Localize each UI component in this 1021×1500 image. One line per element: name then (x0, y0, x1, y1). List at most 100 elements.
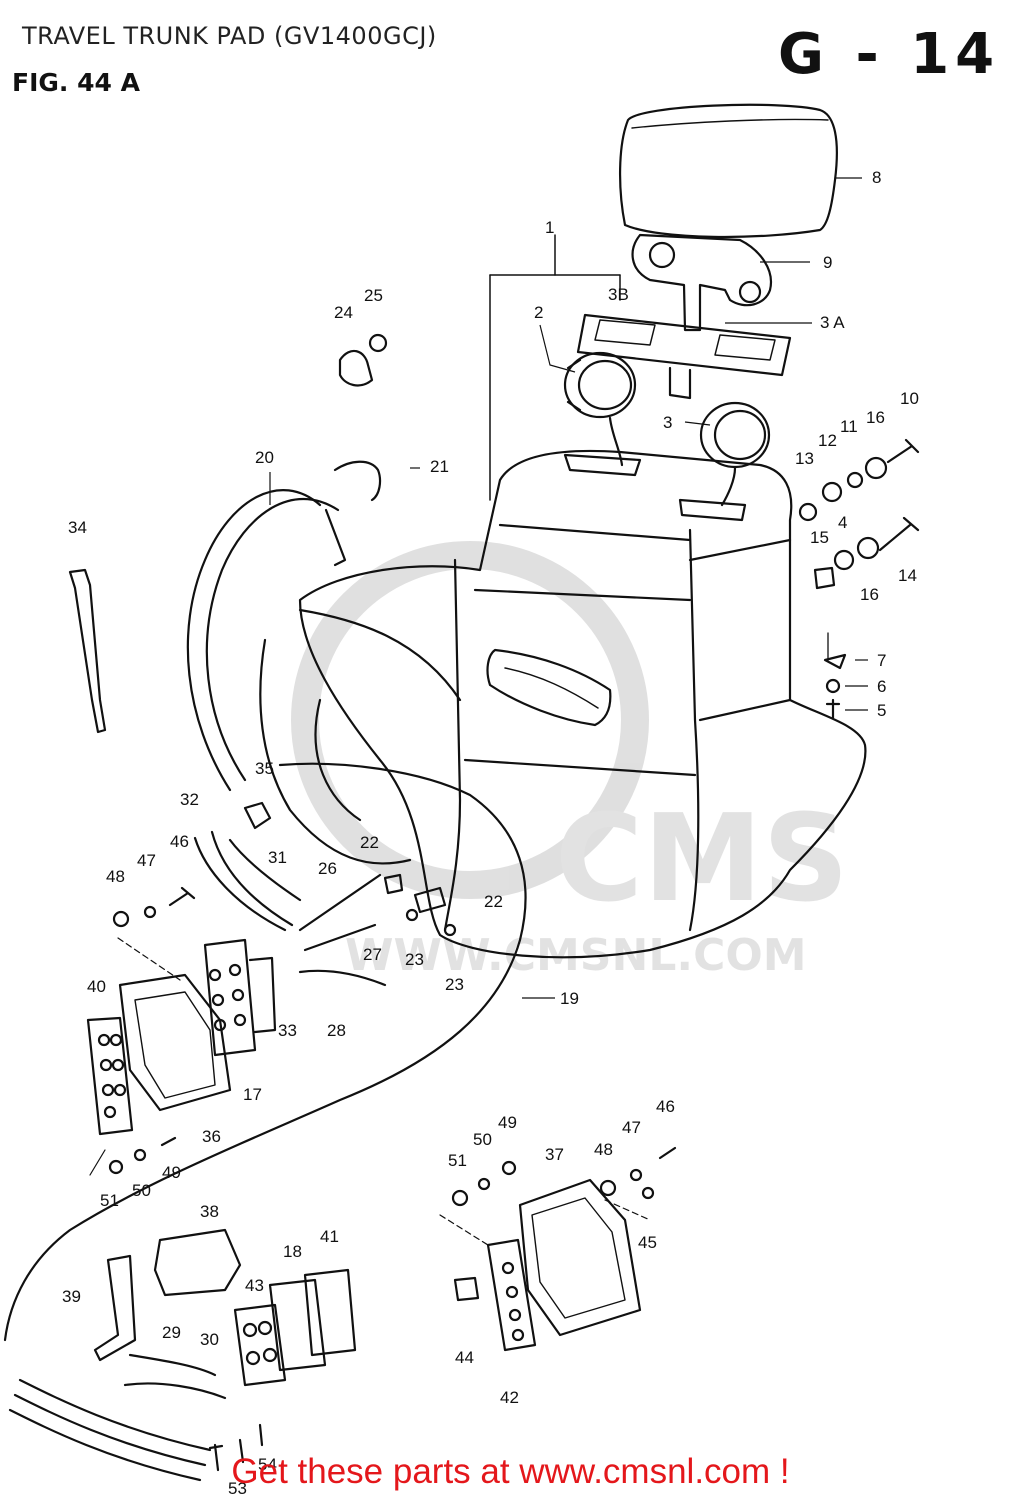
bracket-39 (93, 1254, 137, 1362)
callout-54: 54 (258, 1455, 277, 1474)
trunk-pad-seat (298, 449, 867, 959)
grommet-hose-21 (333, 460, 382, 502)
callout-18: 18 (283, 1242, 302, 1261)
callout-33: 33 (278, 1021, 297, 1040)
get-parts-link[interactable]: Get these parts at www.cmsnl.com ! (231, 1452, 790, 1491)
unit-38 (153, 1228, 242, 1297)
callout-24: 24 (334, 303, 353, 322)
callout-3: 3 (663, 413, 672, 432)
plate-43 (233, 1303, 287, 1387)
callout-19: 19 (560, 989, 579, 1008)
callout-38: 38 (200, 1202, 219, 1221)
callout-13: 13 (795, 449, 814, 468)
callout-10: 10 (900, 389, 919, 408)
washer-16-top (864, 456, 888, 480)
callout-50-right: 50 (473, 1130, 492, 1149)
callout-25: 25 (364, 286, 383, 305)
callout-34: 34 (68, 518, 87, 537)
callout-39: 39 (62, 1287, 81, 1306)
callout-48-left: 48 (106, 867, 125, 886)
callout-28: 28 (327, 1021, 346, 1040)
callout-27: 27 (363, 945, 382, 964)
callout-48-right: 48 (594, 1140, 613, 1159)
callout-29: 29 (162, 1323, 181, 1342)
switch-cover-37 (518, 1178, 642, 1337)
callout-51-right: 51 (448, 1151, 467, 1170)
callout-45: 45 (638, 1233, 657, 1252)
callout-22-right: 22 (484, 892, 503, 911)
callout-41: 41 (320, 1227, 339, 1246)
tube-28 (298, 969, 387, 987)
callout-36: 36 (202, 1127, 221, 1146)
goldwing-emblem (486, 648, 612, 727)
watermark-url: WWW.CMSNL.COM (345, 930, 807, 981)
speaker-right (699, 401, 771, 507)
connector-22-left (383, 873, 404, 895)
callout-6: 6 (877, 677, 886, 696)
callout-31: 31 (268, 848, 287, 867)
callout-9: 9 (823, 253, 832, 272)
callout-42: 42 (500, 1388, 519, 1407)
callout-51-left: 51 (100, 1191, 119, 1210)
callout-44: 44 (455, 1348, 474, 1367)
bolt-14 (878, 516, 920, 552)
speaker-mount-plate (576, 313, 792, 377)
clamp-35 (243, 801, 272, 830)
callout-16-top: 16 (866, 408, 885, 427)
switch-plate-40 (86, 1016, 134, 1136)
callout-5: 5 (877, 701, 886, 720)
callout-30: 30 (200, 1330, 219, 1349)
callout-46-left: 46 (170, 832, 189, 851)
callout-26: 26 (318, 859, 337, 878)
nut-13 (798, 502, 818, 522)
connector-22-right (413, 886, 447, 914)
callout-4: 4 (838, 513, 847, 532)
switch-cover-36 (118, 973, 232, 1112)
callout-49-right: 49 (498, 1113, 517, 1132)
clip-7 (823, 653, 847, 670)
callout-40: 40 (87, 977, 106, 996)
callout-23-left: 23 (405, 950, 424, 969)
callout-21: 21 (430, 457, 449, 476)
diagram-title: TRAVEL TRUNK PAD (GV1400GCJ) (22, 22, 437, 50)
callout-17: 17 (243, 1085, 262, 1104)
screw-5 (825, 698, 841, 720)
washer-6 (825, 678, 841, 694)
switch-assembly-17 (203, 938, 257, 1057)
callout-49-left: 49 (162, 1163, 181, 1182)
callout-46-right: 46 (656, 1097, 675, 1116)
washer-12 (821, 481, 843, 503)
clamp-24 (338, 349, 374, 387)
callout-53: 53 (228, 1479, 247, 1498)
wiring-harness-19 (3, 762, 527, 1342)
callout-12: 12 (818, 431, 837, 450)
cable-band-34 (68, 568, 107, 734)
callout-43: 43 (245, 1276, 264, 1295)
backrest-pad (618, 103, 838, 239)
bolt-10 (886, 438, 920, 464)
callout-15: 15 (810, 528, 829, 547)
callout-2: 2 (534, 303, 543, 322)
figure-number: FIG. 44 A (12, 68, 140, 97)
page-code: G - 14 (778, 22, 1001, 87)
callout-7: 7 (877, 651, 886, 670)
collar-15 (813, 566, 836, 590)
callout-50-left: 50 (132, 1181, 151, 1200)
callout-14: 14 (898, 566, 917, 585)
callout-20: 20 (255, 448, 274, 467)
callout-37: 37 (545, 1145, 564, 1164)
callout-3b: 3B (608, 285, 629, 304)
callout-3a: 3 A (820, 313, 845, 332)
callout-1: 1 (545, 218, 554, 237)
callout-47-left: 47 (137, 851, 156, 870)
speaker-left (563, 351, 637, 467)
backrest-bracket (631, 233, 773, 332)
conduit-tube-20 (186, 489, 322, 792)
watermark-brand: CMS (555, 790, 849, 929)
callout-47-right: 47 (622, 1118, 641, 1137)
callout-8: 8 (872, 168, 881, 187)
callout-11: 11 (840, 417, 858, 436)
nut-25 (368, 333, 388, 353)
connector-18 (268, 1278, 327, 1372)
